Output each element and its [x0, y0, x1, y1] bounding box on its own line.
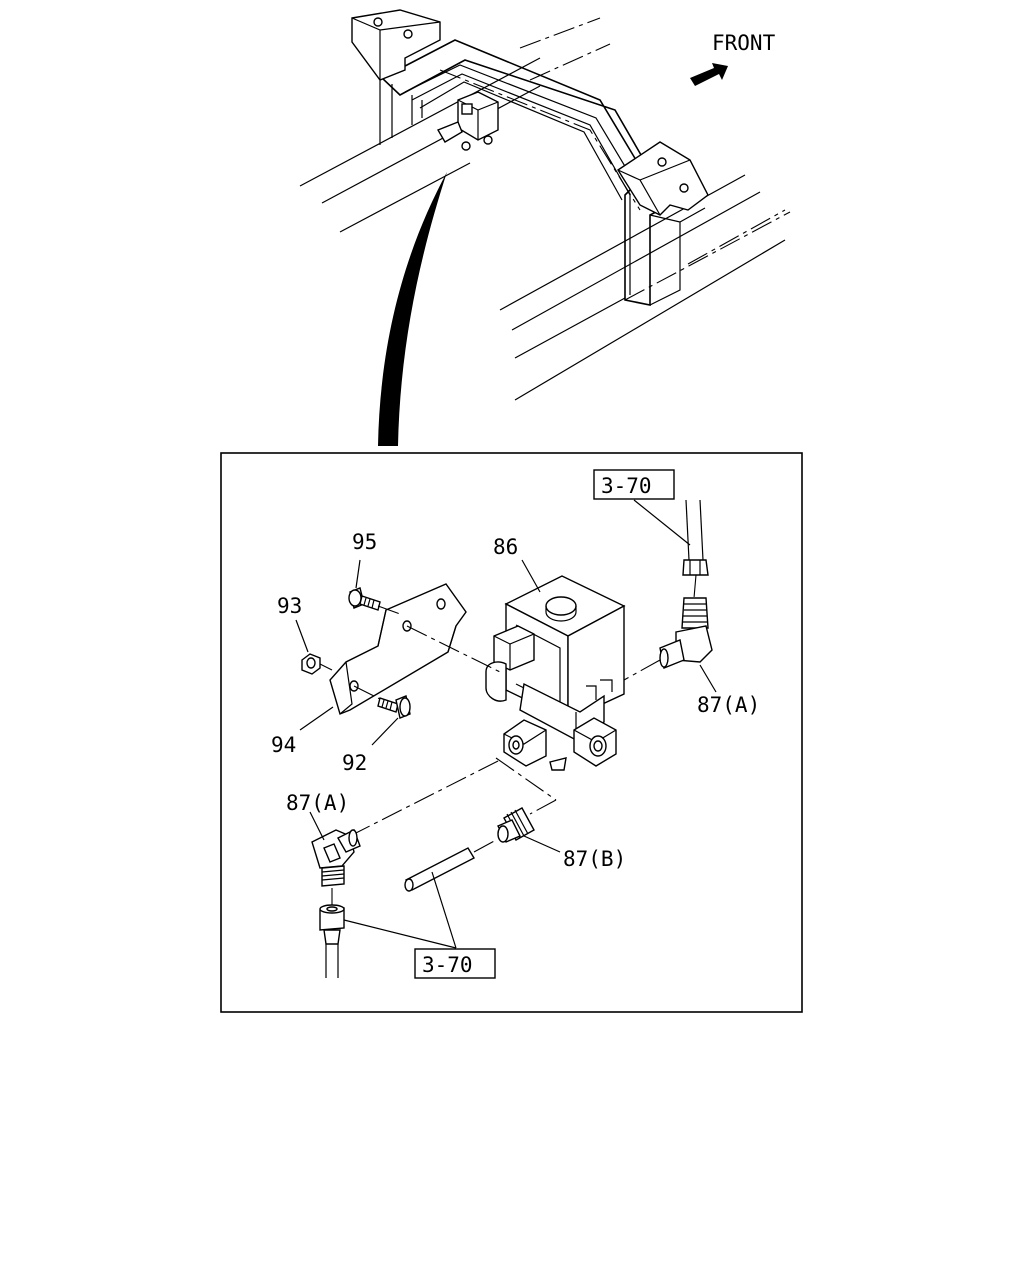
callout-87b: 87(B) [563, 847, 626, 871]
port-left [503, 719, 547, 767]
elbow-fitting-lower [311, 829, 361, 887]
svg-text:3-70: 3-70 [422, 953, 473, 977]
straight-fitting [497, 807, 535, 843]
callout-95: 95 [352, 530, 377, 554]
front-arrow-icon [690, 63, 728, 86]
pipe-upper [682, 499, 709, 576]
solenoid-valve [485, 575, 626, 741]
bolt-lower [377, 695, 411, 719]
tube-segment [404, 847, 475, 892]
callout-93: 93 [277, 594, 302, 618]
ref-box-upper: 3-70 [593, 469, 675, 500]
pipe-lower [319, 904, 345, 978]
frame-overview [299, 9, 791, 446]
callout-94: 94 [271, 733, 296, 757]
mounting-bracket [329, 583, 467, 715]
callout-87a-upper: 87(A) [697, 693, 760, 717]
valve-location-marker [436, 91, 499, 151]
port-right [573, 717, 617, 767]
bolt-upper [348, 587, 381, 611]
nut [301, 653, 321, 675]
callout-87a-lower: 87(A) [286, 791, 349, 815]
callout-92: 92 [342, 751, 367, 775]
detail-pointer [378, 172, 447, 446]
elbow-fitting-upper [659, 597, 713, 669]
callout-86: 86 [493, 535, 518, 559]
svg-text:3-70: 3-70 [601, 474, 652, 498]
front-label: FRONT [712, 31, 776, 55]
ref-box-lower: 3-70 [414, 948, 496, 979]
detail-frame [220, 452, 803, 1013]
